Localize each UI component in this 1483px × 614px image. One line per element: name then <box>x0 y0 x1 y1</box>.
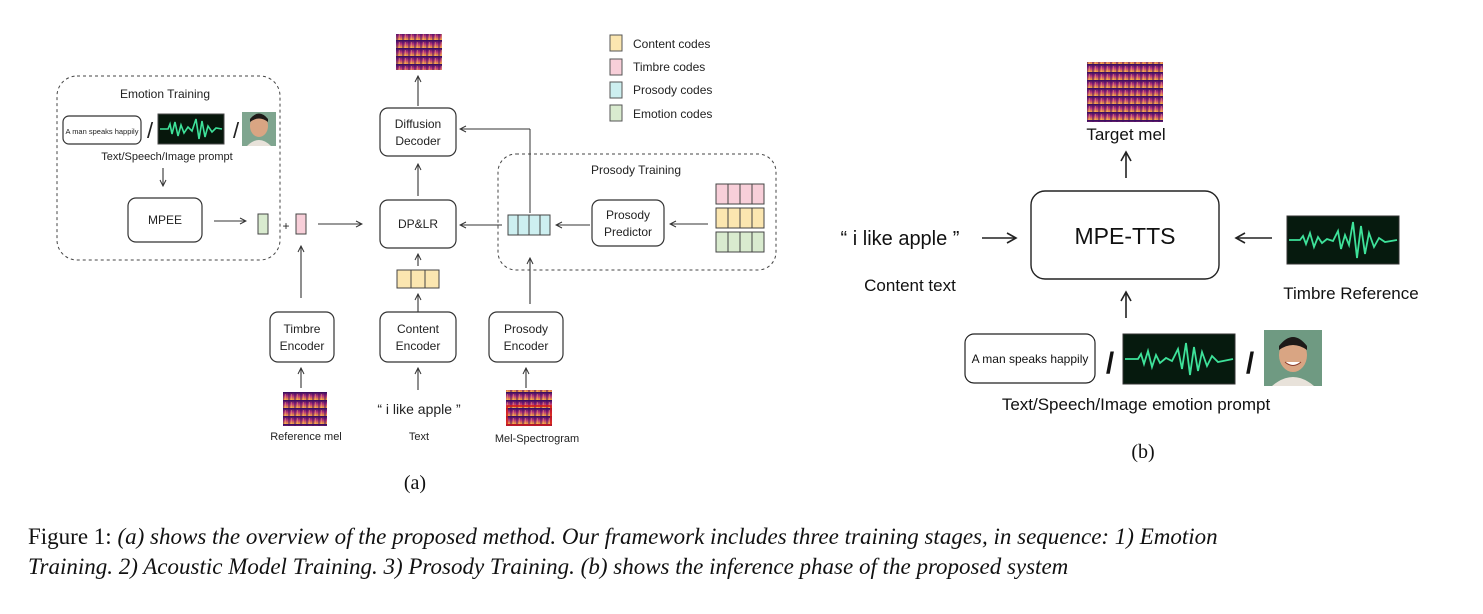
prosody-encoder-line2: Encoder <box>504 339 549 353</box>
content-encoder-line1: Content <box>397 322 440 336</box>
diffusion-decoder-line2: Decoder <box>395 134 440 148</box>
caption-line-2: Training. 2) Acoustic Model Training. 3)… <box>28 554 1069 579</box>
panel-a-label: (a) <box>404 472 426 494</box>
text-label-a: Text <box>409 431 429 443</box>
content-codes-block <box>396 269 440 289</box>
figure-caption: Figure 1: (a) shows the overview of the … <box>28 522 1483 582</box>
prompt-caption-a: Text/Speech/Image prompt <box>101 151 232 163</box>
legend-label-prosody: Prosody codes <box>633 83 712 97</box>
mel-spectrogram-label: Mel-Spectrogram <box>495 433 579 445</box>
mpee-box <box>127 197 203 243</box>
slash-b-2: / <box>1246 347 1255 380</box>
output-mel-spectrogram-icon <box>396 34 442 70</box>
legend-swatch-emotion <box>609 104 623 122</box>
timbre-code-block <box>295 213 307 235</box>
text-prompt-box-b <box>964 333 1096 384</box>
stacked-codes-block <box>715 183 765 253</box>
caption-prefix: Figure 1: <box>28 524 118 549</box>
legend-label-timbre: Timbre codes <box>633 60 705 74</box>
panel-b-label: (b) <box>1131 441 1154 463</box>
timbre-encoder-box <box>269 311 335 363</box>
mpee-label: MPEE <box>148 213 182 227</box>
speech-prompt-waveform-icon-b <box>1122 333 1236 385</box>
prosody-codes-block <box>507 214 551 236</box>
prosody-training-region <box>497 153 777 271</box>
text-prompt-box <box>62 115 142 145</box>
prosody-predictor-box <box>591 199 665 247</box>
input-text-a: “ i like apple ” <box>377 401 461 417</box>
emotion-code-block <box>257 213 269 235</box>
mpe-tts-box <box>1030 190 1220 280</box>
diffusion-decoder-line1: Diffusion <box>395 117 441 131</box>
emotion-training-region <box>56 75 281 261</box>
method-diagram: Emotion Training A man speaks happily / … <box>56 34 1419 494</box>
timbre-reference-label: Timbre Reference <box>1283 284 1418 303</box>
content-encoder-line2: Encoder <box>396 339 441 353</box>
prosody-predictor-line1: Prosody <box>606 208 650 222</box>
timbre-encoder-line2: Encoder <box>280 339 325 353</box>
mpe-tts-label: MPE-TTS <box>1075 223 1176 249</box>
mel-spectrogram-input-icon <box>506 390 552 426</box>
image-prompt-face-icon <box>242 112 276 146</box>
content-encoder-box <box>379 311 457 363</box>
plus-sign: + <box>282 219 289 233</box>
content-text-label-b: Content text <box>864 276 956 295</box>
prosody-predictor-line2: Predictor <box>604 225 652 239</box>
legend-swatch-content <box>609 34 623 52</box>
caption-text-1: (a) shows the overview of the proposed m… <box>117 524 1218 549</box>
image-prompt-face-icon-b <box>1264 330 1322 386</box>
emotion-training-title: Emotion Training <box>120 87 210 101</box>
speech-prompt-waveform-icon <box>157 113 225 145</box>
text-prompt-label: A man speaks happily <box>66 127 139 136</box>
content-text-b: “ i like apple ” <box>841 228 960 250</box>
diffusion-decoder-box <box>379 107 457 157</box>
prosody-encoder-box <box>488 311 564 363</box>
slash-2: / <box>233 118 240 143</box>
target-mel-spectrogram-icon <box>1087 62 1163 122</box>
reference-mel-label: Reference mel <box>270 431 342 443</box>
timbre-reference-waveform-icon <box>1286 215 1400 265</box>
dplr-box <box>379 199 457 249</box>
legend-label-content: Content codes <box>633 37 710 51</box>
text-prompt-label-b: A man speaks happily <box>972 352 1089 366</box>
prompt-caption-b: Text/Speech/Image emotion prompt <box>1002 395 1271 414</box>
reference-mel-spectrogram-icon <box>283 392 327 426</box>
legend-swatch-prosody <box>609 81 623 99</box>
prosody-training-title: Prosody Training <box>591 163 681 177</box>
legend: Content codes Timbre codes Prosody codes… <box>609 34 712 122</box>
timbre-encoder-line1: Timbre <box>284 322 321 336</box>
prosody-encoder-line1: Prosody <box>504 322 548 336</box>
legend-swatch-timbre <box>609 58 623 76</box>
target-mel-label: Target mel <box>1086 125 1165 144</box>
slash-b-1: / <box>1106 347 1115 380</box>
dplr-label: DP&LR <box>398 217 438 231</box>
caption-line-1: Figure 1: (a) shows the overview of the … <box>28 522 1483 552</box>
slash-1: / <box>147 118 154 143</box>
legend-label-emotion: Emotion codes <box>633 107 712 121</box>
